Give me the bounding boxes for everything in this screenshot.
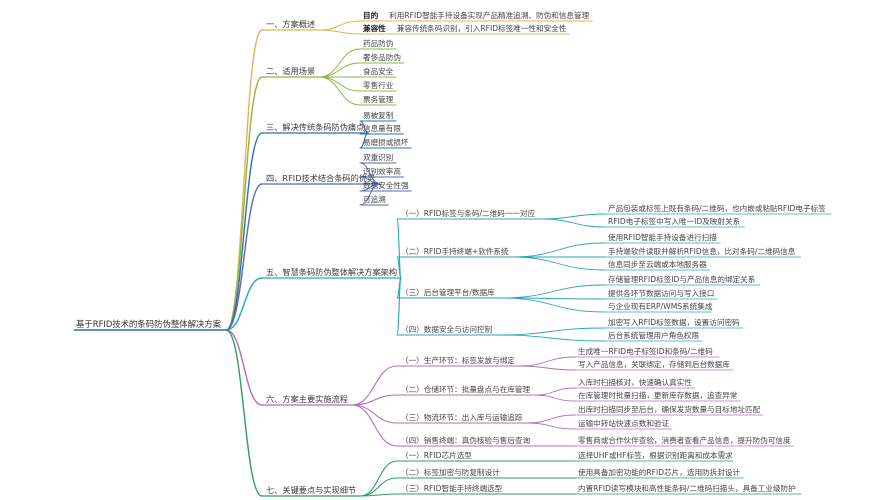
leaf-topic: 兼容性 [362, 23, 386, 33]
detail-topic: 与企业现有ERP/WMS系统集成 [608, 301, 713, 311]
sub-topic: （二）标签加密与防复制设计 [401, 467, 500, 477]
leaf-note: 兼容传统条码识别，引入RFID标签唯一性和安全性 [397, 23, 567, 33]
sub-connector [396, 256, 402, 279]
detail-topic: 写入产品信息，关联绑定，存储到后台数据库 [578, 359, 730, 369]
leaf-topic: 双重识别 [363, 153, 393, 162]
branch-connector [225, 329, 263, 497]
leaf-topic: 票务管理 [363, 94, 394, 104]
leaf-topic: 识别效率高 [363, 166, 401, 176]
leaf-connector [318, 76, 361, 92]
detail-topic: 加密写入RFID标签数据，设置访问密码 [608, 317, 740, 327]
detail-connector [533, 394, 576, 402]
sub-topic: （四）数据安全与访问控制 [401, 324, 493, 334]
detail-connector [541, 218, 606, 228]
sub-topic: （四）销售终端：真伪核验与售后查询 [401, 435, 530, 445]
branch-connector [225, 132, 263, 331]
detail-topic: 运输中转站快速点数和验证 [578, 418, 670, 428]
leaf-connector [318, 20, 361, 31]
leaf-connector [359, 183, 381, 206]
leaf-connector [318, 62, 361, 78]
leaf-topic: 易被复制 [363, 110, 394, 120]
sub-topic: （二）RFID手持终端+软件系统 [401, 246, 509, 256]
detail-topic: 在库管理时批量扫描，更新库存数据，追查异常 [578, 390, 737, 400]
branch-connector [225, 76, 263, 331]
branch-topic: 七、关键要点与实现细节 [266, 485, 356, 495]
sub-topic: （二）仓储环节：批量盘点与在库管理 [401, 384, 530, 394]
leaf-topic: 奢侈品防伪 [363, 52, 401, 62]
branch-topic: 四、RFID技术结合条码的优势 [266, 173, 375, 183]
sub-topic: （一）生产环节：标签发放与绑定 [401, 355, 515, 365]
sub-connector [359, 477, 398, 497]
detail-topic: 出库时扫描同步至后台，确保发货数量与目标地址匹配 [578, 404, 761, 414]
detail-topic: 产品包装或标签上既有条码/二维码，也内嵌或粘贴RFID电子标签 [608, 203, 826, 213]
detail-topic: 存储管理RFID标签ID与产品信息的绑定关系 [608, 274, 756, 284]
detail-topic: 提供各环节数据访问与写入接口 [608, 288, 714, 298]
branch-connector [225, 329, 263, 406]
detail-topic: 生成唯一RFID电子标签ID和条码/二维码 [578, 346, 713, 356]
detail-connector [541, 213, 606, 220]
branch-connector [225, 29, 263, 331]
branch-topic: 二、适用场景 [266, 66, 315, 76]
branch-topic: 一、方案概述 [266, 19, 315, 29]
leaf-note: 利用RFID智能手持设备实现产品精准追溯、防伪和信息管理 [389, 10, 589, 20]
sub-connector [351, 394, 398, 406]
root-topic: 基于RFID技术的条码防伪整体解决方案 [76, 319, 222, 329]
detail-topic: 手持端软件读取并解析RFID信息，比对条码/二维码信息 [608, 246, 796, 256]
detail-topic: 入库时扫描核对，快速确认真实性 [578, 377, 692, 387]
sub-connector [351, 404, 398, 447]
sub-topic: （一）RFID标签与条码/二维码一一对应 [401, 208, 536, 218]
leaf-connector [318, 76, 361, 106]
leaf-topic: 食品安全 [363, 66, 394, 76]
branch-topic: 六、方案主要实施流程 [266, 394, 348, 404]
sub-connector [351, 365, 398, 406]
leaf-topic: 可追溯 [363, 194, 386, 204]
leaf-topic: 目的 [363, 10, 379, 20]
branch-connector [225, 183, 263, 331]
branch-topic: 五、智慧条码防伪整体解决方案架构 [266, 267, 397, 277]
sub-topic: （一）RFID芯片选型 [401, 450, 472, 460]
detail-topic: 信息同步至云端或本地服务器 [608, 259, 707, 269]
detail-topic: 后台系统管理用户角色权限 [608, 330, 700, 340]
sub-topic: （三）后台管理平台/数据库 [401, 287, 495, 297]
sub-connector [359, 493, 398, 497]
detail-topic: 使用具备加密功能的RFID芯片，选用防拆封设计 [578, 467, 740, 477]
leaf-topic: 零售行业 [363, 80, 394, 90]
detail-connector [526, 414, 576, 424]
sub-connector [396, 277, 402, 336]
leaf-topic: 药品防伪 [363, 38, 394, 48]
sub-connector [359, 460, 398, 497]
branch-topic: 三、解决传统条码防伪痛点 [266, 122, 364, 132]
detail-topic: RFID电子标签中写入唯一ID及映射关系 [608, 216, 741, 226]
detail-connector [495, 327, 606, 336]
leaf-topic: 易磨损或损坏 [363, 137, 409, 147]
detail-connector [510, 242, 606, 258]
detail-connector [518, 365, 576, 371]
detail-connector [495, 334, 606, 342]
leaf-topic: 数据安全性强 [363, 180, 409, 190]
branch-connector [225, 277, 263, 331]
sub-topic: （三）RFID智能手持终端选型 [401, 483, 503, 493]
sub-topic: （三）物流环节：出入库与运输追踪 [401, 412, 523, 422]
detail-topic: 使用RFID智能手持设备进行扫描 [608, 232, 717, 242]
detail-topic: 选择UHF或HF标签，根据识别距离和成本需求 [578, 450, 733, 460]
detail-connector [500, 284, 606, 299]
detail-topic: 零售商或合作伙伴查验，消费者查看产品信息，提升防伪可信度 [578, 435, 791, 445]
leaf-connector [318, 29, 361, 35]
leaf-topic: 信息量有限 [363, 123, 401, 133]
sub-connector [351, 404, 398, 424]
detail-connector [500, 297, 606, 313]
detail-topic: 内置RFID读写模块和高性能条码/二维码扫描头，具备工业级防护 [578, 483, 796, 493]
detail-connector [526, 422, 576, 430]
detail-connector [518, 356, 576, 367]
detail-connector [533, 387, 576, 396]
detail-connector [510, 256, 606, 271]
